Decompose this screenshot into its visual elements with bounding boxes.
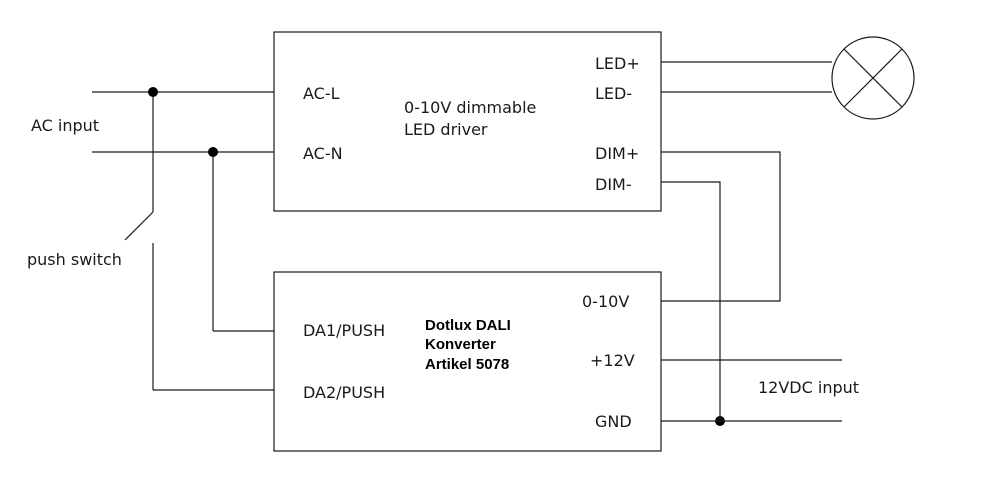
pin-dim-minus: DIM- — [595, 175, 632, 194]
ac-input-label: AC input — [31, 116, 99, 135]
pin-da1: DA1/PUSH — [303, 321, 385, 340]
push-switch-icon — [124, 211, 154, 241]
dim-minus-to-gnd-wire — [661, 181, 721, 421]
led-driver-title-1: 0-10V dimmable — [404, 98, 536, 117]
dali-title-3: Artikel 5078 — [425, 356, 509, 373]
junction-dot-icon — [208, 147, 218, 157]
junction-dot-icon — [148, 87, 158, 97]
pin-dim-plus: DIM+ — [595, 144, 639, 163]
vdc-input-label: 12VDC input — [758, 378, 859, 397]
pin-0-10v: 0-10V — [582, 292, 629, 311]
pin-gnd: GND — [595, 412, 632, 431]
push-switch-label: push switch — [27, 250, 122, 269]
pin-led-minus: LED- — [595, 84, 632, 103]
pin-da2: DA2/PUSH — [303, 383, 385, 402]
pin-12v: +12V — [590, 351, 635, 370]
led-driver-box — [273, 31, 662, 212]
pin-ac-n: AC-N — [303, 144, 343, 163]
dali-converter-box — [273, 271, 662, 452]
led-driver-title-2: LED driver — [404, 120, 488, 139]
pin-led-plus: LED+ — [595, 54, 640, 73]
dali-title-1: Dotlux DALI — [425, 317, 511, 334]
dali-title-2: Konverter — [425, 336, 496, 353]
lamp-icon — [831, 36, 915, 120]
pin-ac-l: AC-L — [303, 84, 340, 103]
